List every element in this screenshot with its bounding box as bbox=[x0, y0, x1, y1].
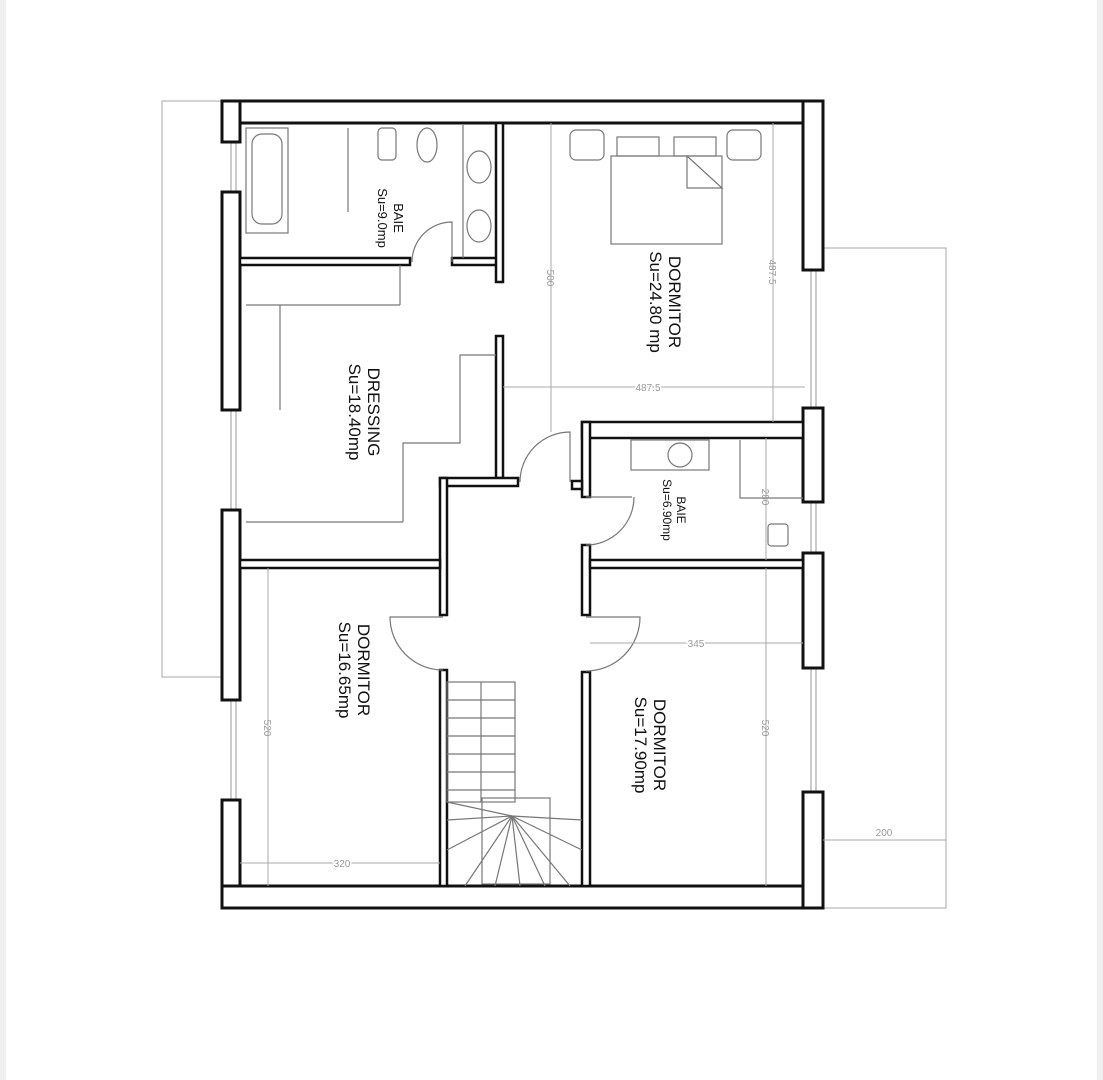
room-area: Su=16.65mp bbox=[335, 622, 354, 719]
room-name: DRESSING bbox=[364, 368, 383, 457]
bidet-icon bbox=[416, 127, 438, 163]
dimension-label: 487.5 bbox=[635, 383, 660, 394]
room-label-dormitor-right: DORMITOR Su=17.90mp bbox=[631, 697, 669, 794]
dimension-lines bbox=[240, 123, 946, 886]
room-area: Su=18.40mp bbox=[345, 364, 364, 461]
interior-walls bbox=[238, 121, 805, 888]
room-label-dormitor-left: DORMITOR Su=16.65mp bbox=[335, 622, 373, 719]
bathtub-icon bbox=[245, 127, 289, 234]
room-name: BAIE bbox=[674, 496, 688, 523]
nightstand-icon bbox=[569, 129, 605, 161]
left-guide-line bbox=[161, 100, 222, 678]
room-area: Su=24.80 mp bbox=[646, 251, 665, 353]
dimension-label: 320 bbox=[334, 859, 351, 870]
sink-icon bbox=[466, 150, 492, 184]
room-name: BAIE bbox=[391, 203, 406, 233]
room-name: DORMITOR bbox=[665, 256, 684, 348]
doors bbox=[389, 221, 641, 672]
bed-icon bbox=[610, 155, 723, 245]
room-label-dressing: DRESSING Su=18.40mp bbox=[345, 364, 383, 461]
right-guide-line bbox=[823, 247, 947, 909]
room-area: Su=6.90mp bbox=[660, 479, 674, 541]
dimension-label: 520 bbox=[261, 720, 272, 737]
windows bbox=[230, 142, 817, 800]
sink-icon bbox=[667, 442, 693, 468]
toilet-icon bbox=[377, 127, 397, 161]
room-area: Su=9.0mp bbox=[375, 188, 390, 248]
fixtures bbox=[245, 125, 803, 547]
room-label-baie-2: BAIE Su=6.90mp bbox=[660, 479, 688, 541]
nightstand-icon bbox=[726, 129, 762, 161]
dimension-label: 345 bbox=[688, 639, 705, 650]
room-area: Su=17.90mp bbox=[631, 697, 650, 794]
dimension-label: 500 bbox=[544, 270, 555, 287]
room-name: DORMITOR bbox=[650, 699, 669, 791]
dimension-label: 487.5 bbox=[766, 259, 777, 284]
room-label-dormitor-master: DORMITOR Su=24.80 mp bbox=[646, 251, 684, 353]
dimension-label: 280 bbox=[759, 489, 770, 506]
stairs bbox=[446, 681, 583, 887]
sink-icon bbox=[466, 209, 492, 243]
room-name: DORMITOR bbox=[354, 624, 373, 716]
dimension-label: 200 bbox=[876, 828, 893, 839]
room-label-baie-1: BAIE Su=9.0mp bbox=[375, 188, 406, 248]
exterior-walls bbox=[220, 99, 825, 910]
dimension-label: 520 bbox=[759, 720, 770, 737]
toilet-icon bbox=[767, 523, 789, 547]
